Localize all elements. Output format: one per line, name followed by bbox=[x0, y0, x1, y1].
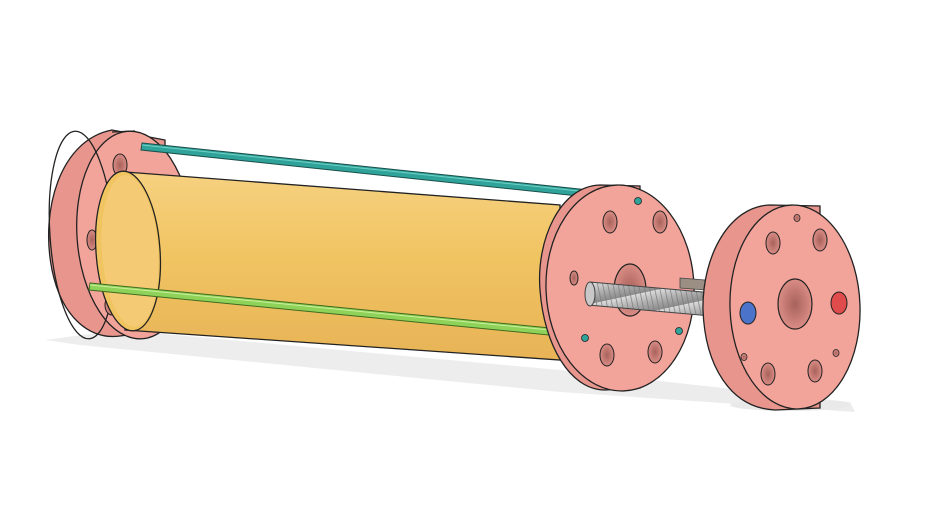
yellow-cylinder[interactable] bbox=[90, 169, 561, 361]
red-port-icon bbox=[830, 291, 848, 315]
blue-port-icon bbox=[739, 301, 757, 325]
right-flange[interactable] bbox=[702, 203, 864, 411]
